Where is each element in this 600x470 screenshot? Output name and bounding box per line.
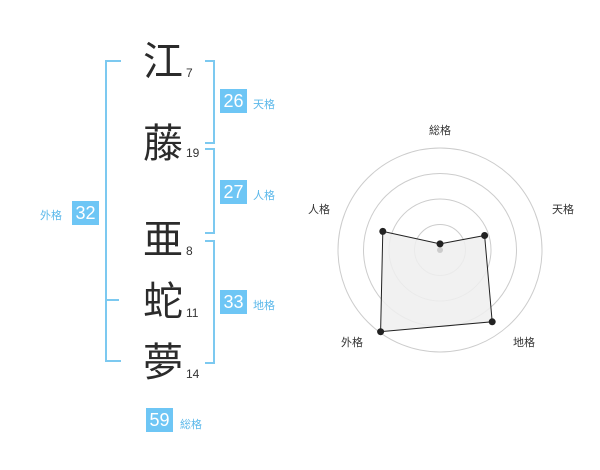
radar-label-gaikaku: 外格 (341, 335, 363, 349)
stroke-count-3: 8 (186, 244, 193, 258)
soukaku-label: 総格 (180, 418, 202, 431)
gaikaku-bracket (105, 60, 121, 362)
gaikaku-bracket-tick (105, 299, 119, 301)
stroke-count-5: 14 (186, 367, 200, 381)
name-char-4: 蛇 (143, 279, 183, 325)
radar-label-tenkaku: 天格 (552, 202, 574, 216)
stroke-count-1: 7 (186, 66, 193, 80)
radar-label-jinkaku: 人格 (308, 202, 330, 216)
jinkaku-bracket (205, 148, 215, 234)
jinkaku-label: 人格 (253, 189, 275, 202)
tenkaku-badge: 26 (220, 89, 247, 113)
radar-label-soukaku: 総格 (429, 123, 451, 137)
stroke-count-2: 19 (186, 146, 200, 160)
radar-point-2 (481, 232, 489, 239)
radar-point-4 (377, 328, 385, 336)
name-char-5: 夢 (143, 340, 183, 386)
radar-label-chikaku: 地格 (513, 335, 535, 349)
radar-ring (337, 147, 543, 353)
name-char-2: 藤 (143, 121, 183, 167)
chikaku-badge: 33 (220, 290, 247, 314)
soukaku-badge: 59 (146, 408, 173, 432)
name-char-3: 亜 (143, 217, 183, 263)
chikaku-bracket (205, 240, 215, 364)
gaikaku-label: 外格 (40, 209, 62, 222)
chikaku-label: 地格 (253, 299, 275, 312)
radar-point-5 (379, 227, 387, 235)
gaikaku-badge: 32 (72, 201, 99, 225)
stroke-count-4: 11 (186, 306, 199, 320)
radar-point-3 (488, 318, 496, 326)
radar-center-dot (437, 247, 443, 253)
radar-points (377, 227, 496, 336)
tenkaku-label: 天格 (253, 98, 275, 111)
radar-point-1 (436, 240, 444, 248)
jinkaku-badge: 27 (220, 180, 247, 204)
tenkaku-bracket (205, 60, 215, 144)
name-char-1: 江 (143, 39, 183, 85)
radar-polygon (380, 230, 493, 333)
